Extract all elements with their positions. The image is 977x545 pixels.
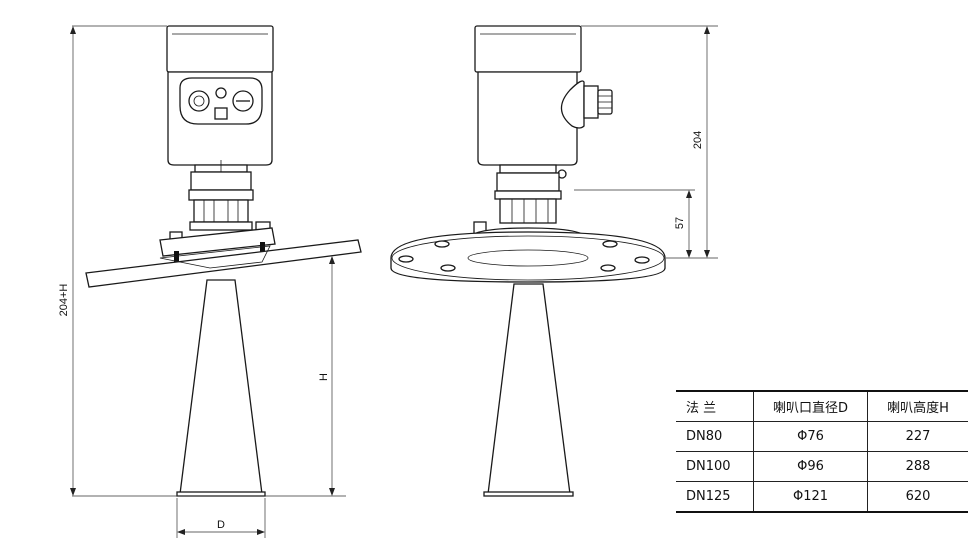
table-row: DN100 Φ96 288 <box>676 451 968 482</box>
table-row: DN125 Φ121 620 <box>676 481 968 513</box>
display-window <box>179 77 263 125</box>
side-housing-body <box>477 71 578 166</box>
front-neck-nut <box>190 171 252 191</box>
horn-height-label: H <box>318 373 330 381</box>
front-housing-cap <box>166 25 274 73</box>
front-dimensions: 204+H H D <box>58 25 346 538</box>
table-cell: DN80 <box>676 421 754 452</box>
table-cell: DN125 <box>676 481 754 513</box>
cable-gland-cover <box>560 80 585 129</box>
table-cell: 288 <box>867 451 968 482</box>
spec-table: 法 兰 喇叭口直径D 喇叭高度H DN80 Φ76 227 DN100 Φ96 … <box>676 390 968 513</box>
indicator-icon <box>215 87 227 99</box>
head-height-label: 204 <box>692 131 704 149</box>
table-cell: Φ96 <box>753 451 868 482</box>
table-cell: 227 <box>867 421 968 452</box>
front-view <box>85 25 362 497</box>
flange-offset-label: 57 <box>674 217 686 229</box>
table-cell: Φ76 <box>753 421 868 452</box>
button-square-icon <box>214 107 228 120</box>
table-header-row: 法 兰 喇叭口直径D 喇叭高度H <box>676 390 968 422</box>
header-horn-diameter: 喇叭口直径D <box>753 390 868 422</box>
table-cell: DN100 <box>676 451 754 482</box>
side-mounting-flange <box>390 231 666 283</box>
total-height-label: 204+H <box>58 284 70 317</box>
table-row: DN80 Φ76 227 <box>676 421 968 452</box>
horn-diameter-label: D <box>217 519 225 531</box>
side-dimensions: 204 57 <box>574 25 718 259</box>
side-housing-cap <box>474 25 582 73</box>
side-view <box>390 25 666 497</box>
table-cell: 620 <box>867 481 968 513</box>
header-horn-height: 喇叭高度H <box>867 390 968 422</box>
front-upper-flange <box>159 227 276 257</box>
header-flange: 法 兰 <box>676 390 754 422</box>
button-left-icon <box>188 90 210 112</box>
side-horn <box>487 283 571 495</box>
side-neck-nut <box>496 172 560 192</box>
front-horn <box>179 279 263 495</box>
bolt-hole-icon <box>398 255 414 263</box>
table-cell: Φ121 <box>753 481 868 513</box>
